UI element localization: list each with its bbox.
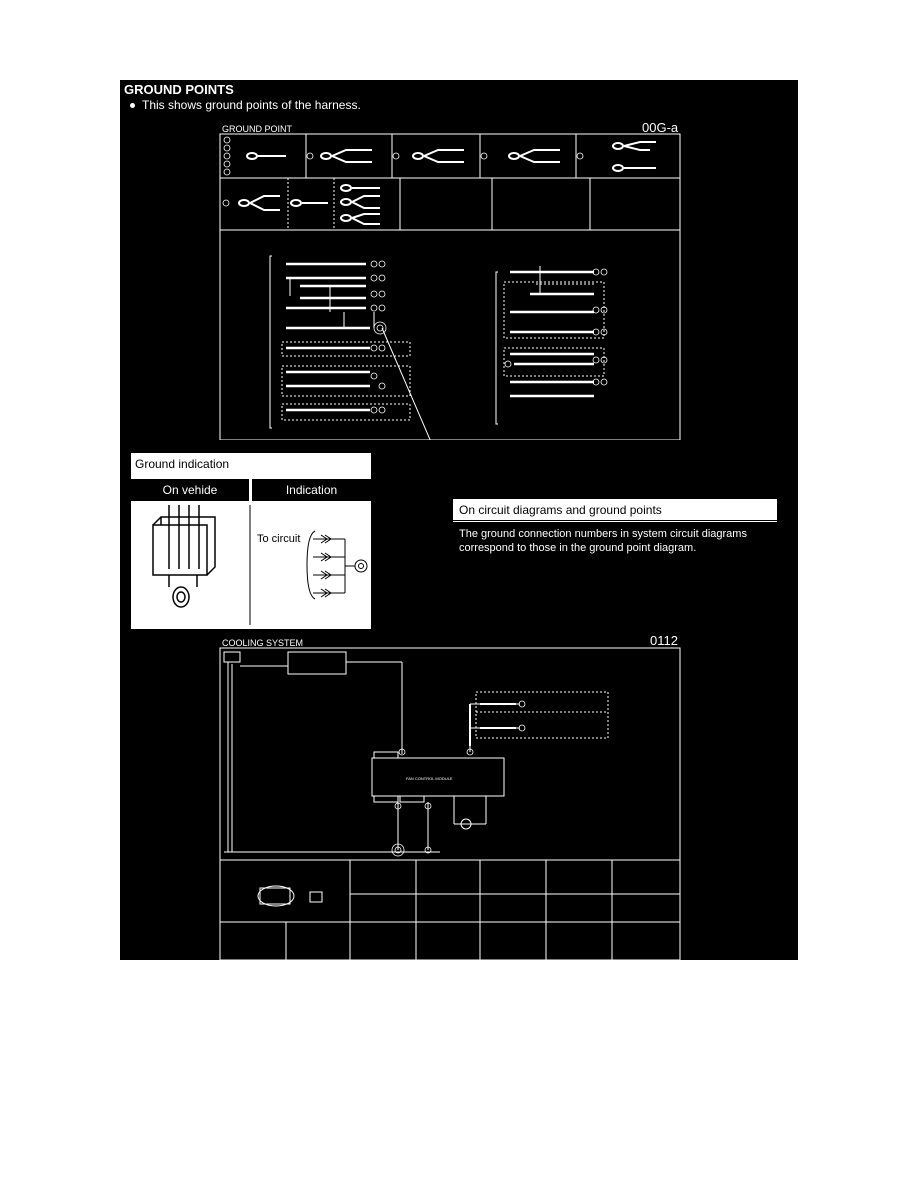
bullet-dot <box>130 103 135 109</box>
fan-control-module-label: FAN CONTROL MODULE <box>406 776 453 781</box>
callout-title: On circuit diagrams and ground points <box>453 499 777 521</box>
indication-header: Indication <box>252 479 371 501</box>
cooling-system-diagram-code: 0112 <box>650 633 678 648</box>
on-vehicle-header: On vehide <box>131 479 249 501</box>
ground-point-diagram-code: 00G-a <box>642 120 679 135</box>
ground-indication-illustration <box>152 505 368 625</box>
cooling-system-diagram: FAN CONTROL MODULE <box>219 647 681 960</box>
ground-point-diagram <box>219 133 681 440</box>
bullet-text: This shows ground points of the harness. <box>142 98 361 112</box>
callout-text: The ground connection numbers in system … <box>453 522 777 567</box>
circuit-diagram-callout: On circuit diagrams and ground points Th… <box>452 498 778 568</box>
ground-points-panel: GROUND POINTS This shows ground points o… <box>120 80 798 960</box>
ground-indication-title: Ground indication <box>135 457 230 471</box>
ground-indication-box: Ground indication On vehide Indication <box>130 452 372 630</box>
section-bullet: This shows ground points of the harness. <box>130 98 361 112</box>
ground-point-diagram-title: GROUND POINT <box>222 124 293 134</box>
cooling-system-diagram-title: COOLING SYSTEM <box>222 638 304 648</box>
to-circuit-label: To circuit <box>257 533 301 545</box>
section-heading: GROUND POINTS <box>124 82 234 97</box>
